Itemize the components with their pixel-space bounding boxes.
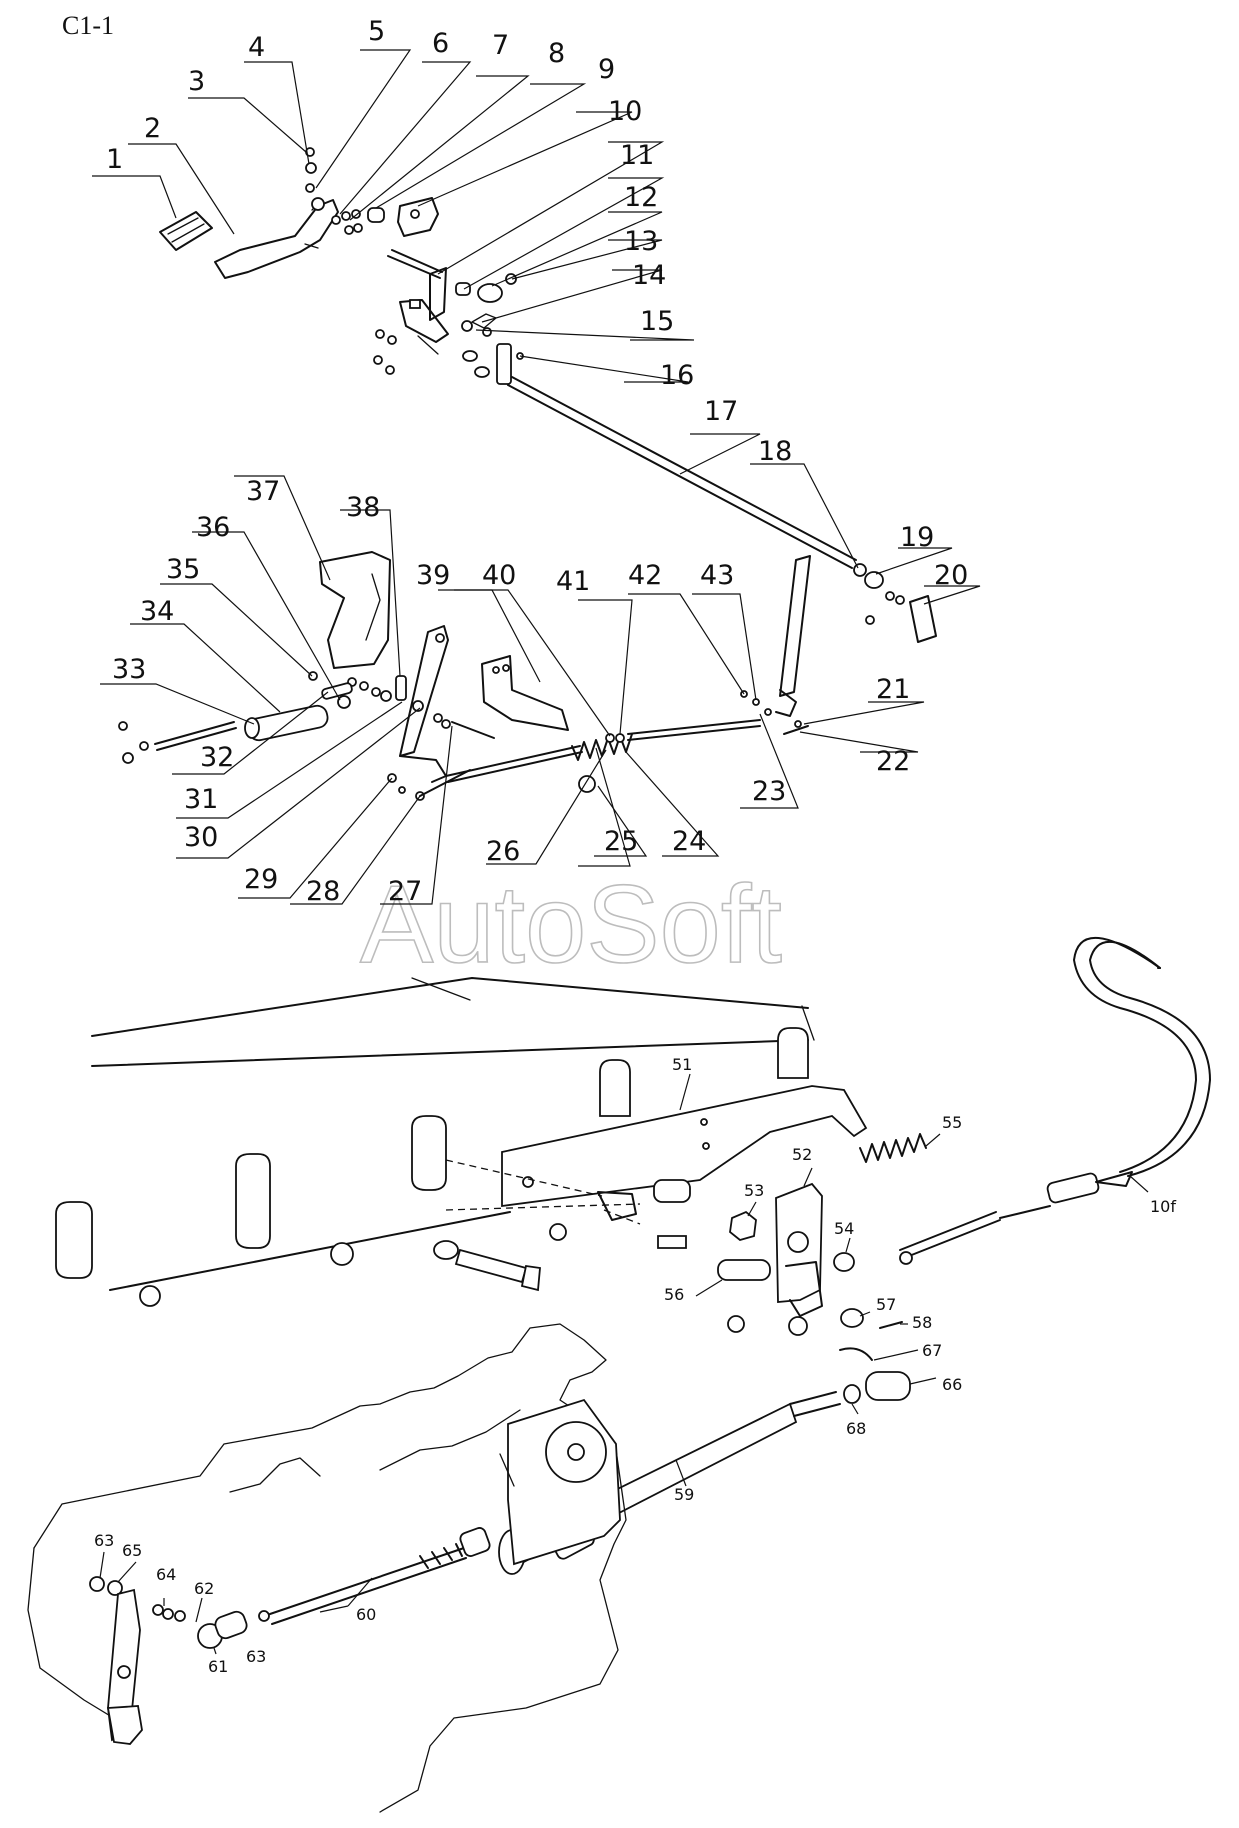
- callout-30: 30: [184, 822, 218, 853]
- callout-58: 58: [912, 1313, 932, 1332]
- callout-42: 42: [628, 560, 662, 591]
- callout-39: 39: [416, 560, 450, 591]
- callout-31: 31: [184, 784, 218, 815]
- callout-14: 14: [632, 260, 666, 291]
- callout-63a: 63: [94, 1531, 114, 1550]
- callout-33: 33: [112, 654, 146, 685]
- callout-40: 40: [482, 560, 516, 591]
- callout-62: 62: [194, 1579, 214, 1598]
- callout-17: 17: [704, 396, 738, 427]
- pedal-linkage-assembly: [159, 147, 937, 735]
- callout-12: 12: [624, 182, 658, 213]
- callout-27: 27: [388, 876, 422, 907]
- upper-callouts: 1 2 3 4 5 6 7 8 9 10 11 12 13 14 15 16 1…: [106, 16, 968, 907]
- leader-lines: [92, 49, 1149, 1655]
- callout-29: 29: [244, 864, 278, 895]
- callout-24: 24: [672, 826, 706, 857]
- callout-10f: 10f: [1150, 1197, 1176, 1216]
- callout-11: 11: [620, 140, 654, 171]
- callout-57: 57: [876, 1295, 896, 1314]
- callout-38: 38: [346, 492, 380, 523]
- callout-1: 1: [106, 144, 123, 175]
- callout-20: 20: [934, 560, 968, 591]
- callout-37: 37: [246, 476, 280, 507]
- callout-18: 18: [758, 436, 792, 467]
- callout-68: 68: [846, 1419, 866, 1438]
- callout-36: 36: [196, 512, 230, 543]
- callout-51: 51: [672, 1055, 692, 1074]
- callout-5: 5: [368, 16, 385, 47]
- callout-23: 23: [752, 776, 786, 807]
- callout-19: 19: [900, 522, 934, 553]
- callout-8: 8: [548, 38, 565, 69]
- callout-66: 66: [942, 1375, 962, 1394]
- frame-and-cable-assembly: [27, 937, 1211, 1813]
- callout-25: 25: [604, 826, 638, 857]
- callout-22: 22: [876, 746, 910, 777]
- callout-2: 2: [144, 113, 161, 144]
- callout-9: 9: [598, 54, 615, 85]
- callout-65: 65: [122, 1541, 142, 1560]
- callout-4: 4: [248, 32, 265, 63]
- callout-32: 32: [200, 742, 234, 773]
- lower-callouts: 51 52 53 54 55 56 57 58 59 60 61 62 63 6…: [94, 1055, 1176, 1676]
- callout-21: 21: [876, 674, 910, 705]
- callout-64: 64: [156, 1565, 176, 1584]
- callout-56: 56: [664, 1285, 684, 1304]
- callout-41: 41: [556, 566, 590, 597]
- sheet-code: C1-1: [62, 11, 114, 40]
- callout-52: 52: [792, 1145, 812, 1164]
- callout-13: 13: [624, 226, 658, 257]
- callout-61: 61: [208, 1657, 228, 1676]
- callout-7: 7: [492, 30, 509, 61]
- callout-53: 53: [744, 1181, 764, 1200]
- callout-67: 67: [922, 1341, 942, 1360]
- callout-6: 6: [432, 28, 449, 59]
- callout-10: 10: [608, 96, 642, 127]
- callout-54: 54: [834, 1219, 854, 1238]
- callout-55: 55: [942, 1113, 962, 1132]
- callout-34: 34: [140, 596, 174, 627]
- callout-59: 59: [674, 1485, 694, 1504]
- callout-60: 60: [356, 1605, 376, 1624]
- callout-15: 15: [640, 306, 674, 337]
- callout-28: 28: [306, 876, 340, 907]
- callout-26: 26: [486, 836, 520, 867]
- callout-16: 16: [660, 360, 694, 391]
- callout-3: 3: [188, 66, 205, 97]
- callout-63b: 63: [246, 1647, 266, 1666]
- watermark: AutoSoft: [360, 863, 782, 986]
- callout-43: 43: [700, 560, 734, 591]
- callout-35: 35: [166, 554, 200, 585]
